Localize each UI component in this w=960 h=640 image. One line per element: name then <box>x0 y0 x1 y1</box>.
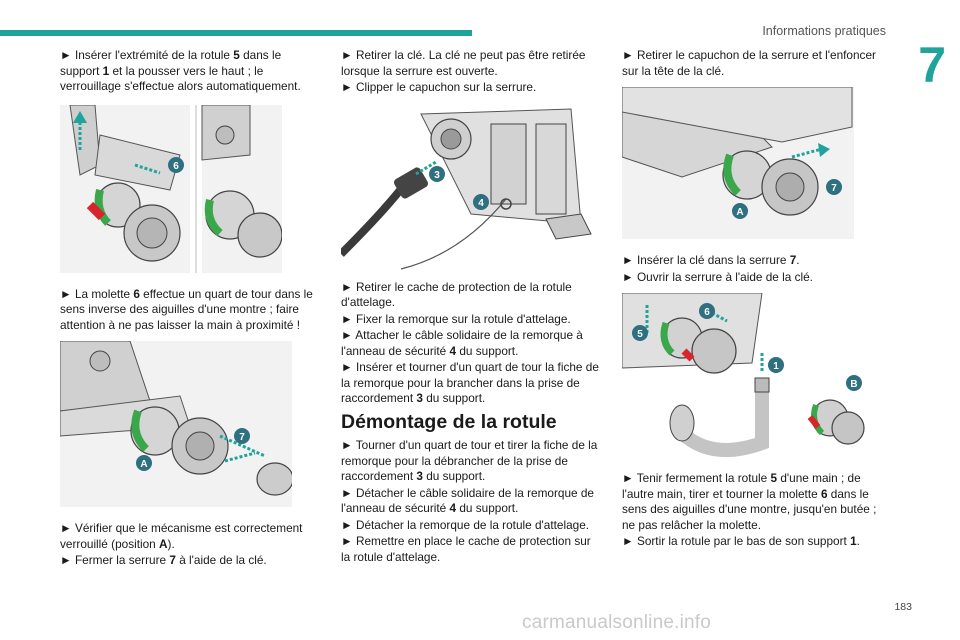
page-number: 183 <box>894 601 912 613</box>
figure-lock-position: 7 A <box>60 341 292 507</box>
paragraph: ► Insérer l'extrémité de la rotule 5 dan… <box>60 48 301 93</box>
paragraph: ► Vérifier que le mécanisme est correcte… <box>60 521 303 551</box>
column-left: ► Insérer l'extrémité de la rotule 5 dan… <box>60 48 322 570</box>
figure-tow-ball-insert: 6 <box>60 104 282 273</box>
paragraph: ► Clipper le capuchon sur la serrure. <box>341 80 537 94</box>
callout-label: A <box>736 207 743 218</box>
paragraph: ► Retirer le cache de protection de la r… <box>341 279 572 310</box>
column-right: ► Retirer le capuchon de la serrure et l… <box>622 48 884 551</box>
paragraph: ► Tenir fermement la rotule 5 d'une main… <box>622 471 877 532</box>
section-title: Informations pratiques <box>762 24 886 38</box>
callout-label: 1 <box>773 361 779 372</box>
callout-label: 5 <box>637 329 643 340</box>
paragraph: ► Insérer la clé dans la serrure 7. <box>622 253 800 267</box>
section-heading: Démontage de la rotule <box>341 410 557 433</box>
figure-socket-cable: 3 4 <box>341 103 603 270</box>
column-middle: ► Retirer la clé. La clé ne peut pas êtr… <box>341 48 603 566</box>
paragraph: ► Fixer la remorque sur la rotule d'atte… <box>341 311 571 326</box>
paragraph: ► Détacher le câble solidaire de la remo… <box>341 485 594 516</box>
paragraph: ► Sortir la rotule par le bas de son sup… <box>622 534 860 548</box>
paragraph: ► La molette 6 effectue un quart de tour… <box>60 286 313 332</box>
paragraph: ► Détacher la remorque de la rotule d'at… <box>341 517 590 532</box>
header-accent-bar <box>0 30 472 36</box>
callout-label: A <box>140 459 147 470</box>
callout-label: 4 <box>478 198 484 209</box>
chapter-number: 7 <box>918 37 946 93</box>
figure-lock-cap: 7 A <box>622 87 854 239</box>
callout-label: 3 <box>434 170 440 181</box>
paragraph: ► Ouvrir la serrure à l'aide de la clé. <box>622 269 813 284</box>
paragraph: ► Insérer et tourner d'un quart de tour … <box>341 360 599 405</box>
paragraph: ► Retirer le capuchon de la serrure et l… <box>622 48 876 78</box>
callout-label: 6 <box>704 307 710 318</box>
paragraph: ► Attacher le câble solidaire de la remo… <box>341 328 583 358</box>
paragraph: ► Remettre en place le cache de protecti… <box>341 534 591 564</box>
callout-label: B <box>850 379 857 390</box>
callout-label: 6 <box>173 161 179 172</box>
callout-label: 7 <box>831 183 837 194</box>
figure-removal: 6 5 1 B <box>622 293 868 461</box>
callout-label: 7 <box>239 432 245 443</box>
paragraph: ► Tourner d'un quart de tour et tirer la… <box>341 438 598 483</box>
paragraph: ► Retirer la clé. La clé ne peut pas êtr… <box>341 48 586 78</box>
paragraph: ► Fermer la serrure 7 à l'aide de la clé… <box>60 553 267 567</box>
watermark: carmanualsonline.info <box>522 612 712 633</box>
